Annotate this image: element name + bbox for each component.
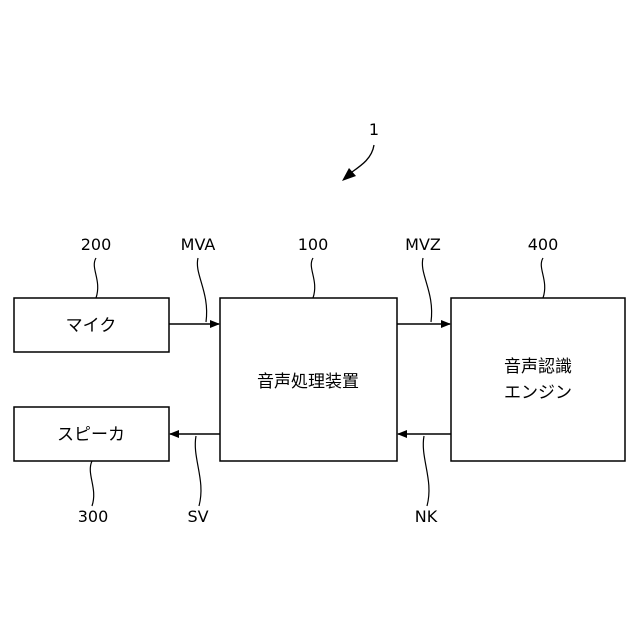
engine-label-line1: 音声認識 (504, 357, 572, 377)
system-ref-leader (352, 145, 374, 172)
microphone-ref-leader (94, 258, 97, 298)
sv-leader (195, 436, 201, 506)
nk-leader (423, 436, 429, 506)
mvz-leader (422, 258, 431, 322)
mva-label: MVA (181, 235, 216, 254)
engine-ref-leader (541, 258, 544, 298)
mva-leader (197, 258, 206, 322)
engine-block (451, 298, 625, 461)
microphone-label: マイク (66, 316, 117, 336)
engine-ref-label: 400 (528, 235, 559, 254)
processor-label: 音声処理装置 (257, 372, 359, 392)
system-ref-label: 1 (369, 120, 379, 139)
microphone-ref-label: 200 (81, 235, 112, 254)
speaker-ref-label: 300 (78, 507, 109, 526)
speaker-label: スピーカ (57, 425, 125, 445)
speaker-ref-leader (90, 461, 93, 506)
sv-label: SV (187, 507, 208, 526)
processor-ref-label: 100 (298, 235, 329, 254)
engine-label-line2: エンジン (504, 383, 572, 403)
mvz-label: MVZ (405, 235, 441, 254)
nk-label: NK (415, 507, 438, 526)
processor-ref-leader (311, 258, 314, 298)
